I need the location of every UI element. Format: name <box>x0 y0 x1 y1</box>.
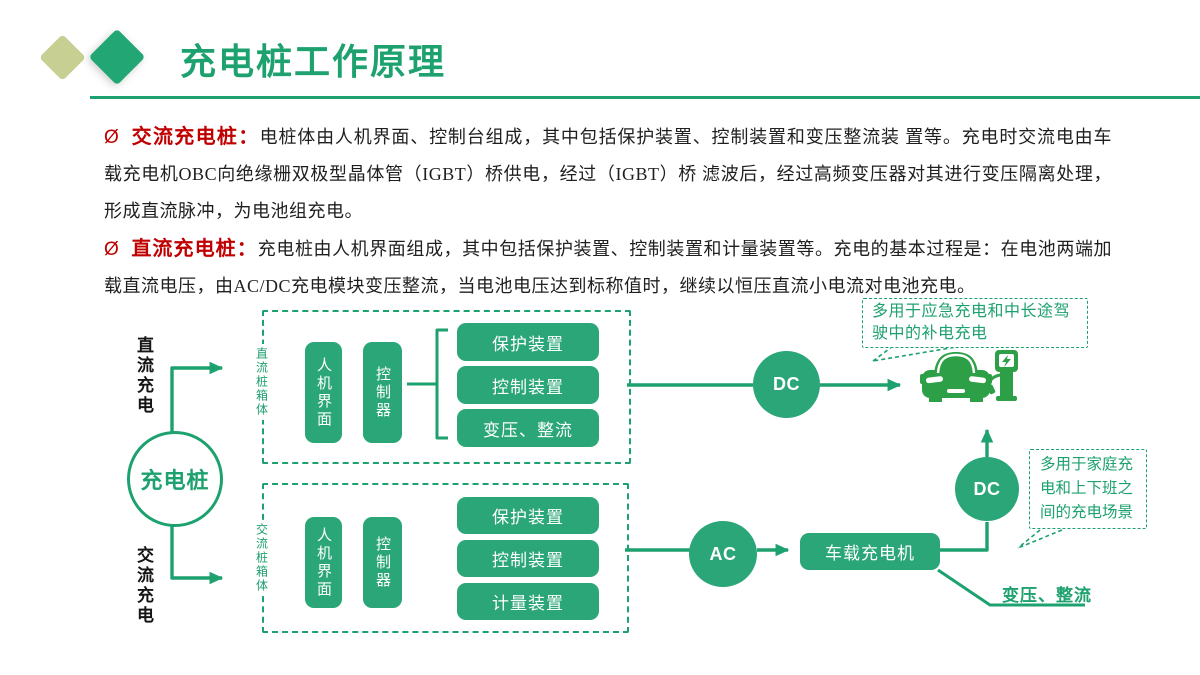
car-details <box>926 353 986 393</box>
ac-module-metering: 计量装置 <box>457 583 599 620</box>
onboard-charger-box: 车载充电机 <box>800 533 940 570</box>
dc-module-control: 控制装置 <box>457 366 599 404</box>
bullet-paragraph-dc: Ø 直流充电桩：充电桩由人机界面组成，其中包括保护装置、控制装置和计量装置等。充电… <box>104 231 1112 305</box>
node-ac: AC <box>689 521 757 587</box>
charging-plug <box>987 384 996 395</box>
lightning-icon <box>1002 355 1011 367</box>
node-dc-fast: DC <box>753 351 820 418</box>
arrow-hub-to-dc-cabinet <box>170 361 224 432</box>
node-dc-from-obc: DC <box>955 457 1019 521</box>
bullet-text-ac: 电桩体由人机界面、控制台组成，其中包括保护装置、控制装置和变压整流装 置等。充电… <box>104 127 1113 221</box>
bullet-label-dc: 直流充电桩： <box>131 238 258 260</box>
branch-label-dc-charging: 直流充电 <box>134 336 153 416</box>
page-title: 充电桩工作原理 <box>180 41 447 82</box>
title-underline <box>90 96 1200 99</box>
car-icon <box>920 352 992 402</box>
callout-ac-usage: 多用于家庭充电和上下班之间的充电场景 <box>1029 449 1147 529</box>
dc-hmi-box: 人机界面 <box>305 342 342 443</box>
diamond-light-icon <box>39 34 86 81</box>
bullet-text-dc: 充电桩由人机界面组成，其中包括保护装置、控制装置和计量装置等。充电的基本过程是：… <box>104 239 1113 296</box>
diamond-dark-icon <box>88 28 146 86</box>
bullet-label-ac: 交流充电桩： <box>131 126 260 148</box>
ac-hmi-box: 人机界面 <box>305 517 342 608</box>
dc-module-transform-rectify: 变压、整流 <box>457 409 599 447</box>
charging-cable <box>988 373 1002 391</box>
branch-label-ac-charging: 交流充电 <box>134 546 153 626</box>
hub-circle-charging-pile: 充电桩 <box>127 431 223 527</box>
ac-module-control: 控制装置 <box>457 540 599 577</box>
dc-cabinet-side-label: 直流桩箱体 <box>253 344 271 420</box>
callout-dc-usage: 多用于应急充电和中长途驾驶中的补电充电 <box>862 298 1088 348</box>
bullet-marker: Ø <box>104 127 120 148</box>
arrow-hub-to-ac-cabinet <box>170 520 224 585</box>
bullet-marker: Ø <box>104 239 120 260</box>
dc-controller-box: 控制器 <box>363 342 402 443</box>
transform-rectify-note: 变压、整流 <box>1002 586 1092 605</box>
callout-ac-tail <box>1017 529 1063 549</box>
dc-module-protection: 保护装置 <box>457 323 599 361</box>
ac-module-protection: 保护装置 <box>457 497 599 534</box>
ac-controller-box: 控制器 <box>363 517 402 608</box>
bullet-paragraph-ac: Ø 交流充电桩：电桩体由人机界面、控制台组成，其中包括保护装置、控制装置和变压整流… <box>104 119 1112 230</box>
line-obc-to-dc-node <box>940 522 989 552</box>
charging-station-icon <box>987 350 1018 401</box>
ac-cabinet-side-label: 交流桩箱体 <box>253 522 271 594</box>
ev-charging-scene <box>920 350 1018 402</box>
